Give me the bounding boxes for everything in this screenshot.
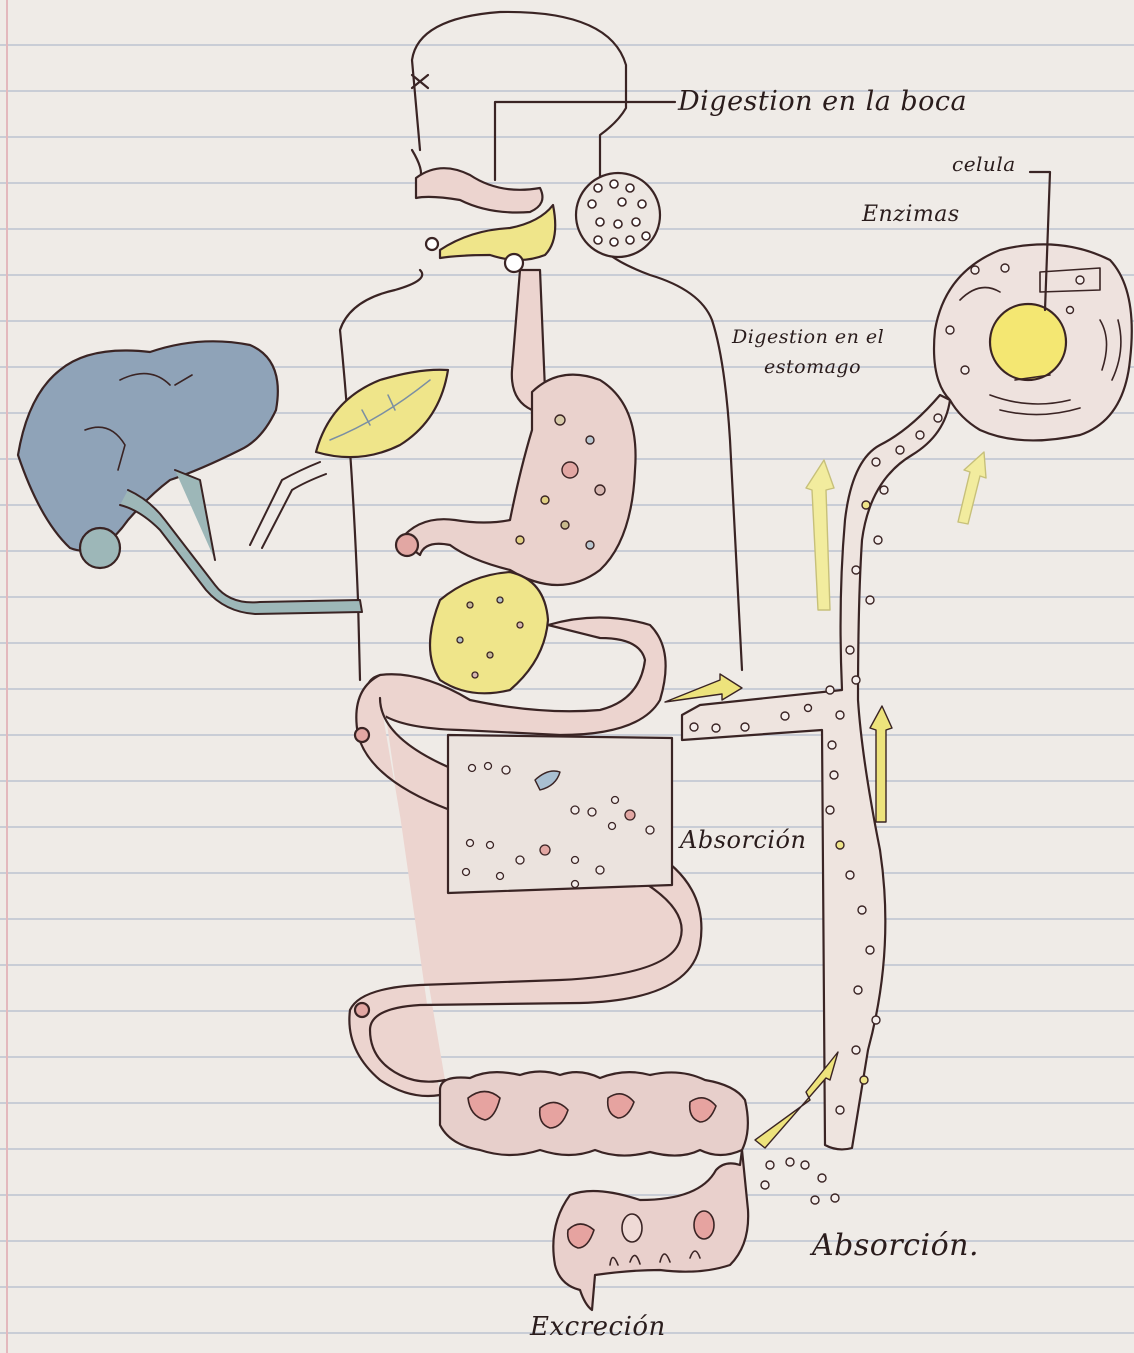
label-digestion-mouth: Digestion en la boca: [678, 86, 967, 117]
label-absorption-small-intestine: Absorción: [680, 826, 806, 854]
liver-nodule: [80, 528, 120, 568]
label-digestion-stomach-line1: Digestion en el: [732, 326, 884, 348]
large-absorption-particles: [761, 1158, 839, 1204]
label-absorption-large-intestine: Absorción.: [812, 1228, 979, 1263]
pancreas: [430, 572, 548, 693]
cell-nucleus: [990, 304, 1066, 380]
mouth-tooth: [426, 238, 438, 250]
absorption-box: [448, 735, 672, 893]
label-cell: celula: [952, 152, 1016, 176]
mouth-upper: [416, 168, 542, 212]
mouth-tongue: [440, 205, 555, 260]
label-enzymes: Enzimas: [862, 202, 960, 227]
pointer-line-mouth: [495, 102, 675, 180]
arrow-up: [958, 452, 986, 524]
arrow-up: [806, 460, 834, 610]
intestine-joint: [355, 728, 369, 742]
label-excretion: Excreción: [530, 1312, 666, 1342]
pylorus: [396, 534, 418, 556]
label-digestion-stomach-line2: estomago: [764, 356, 861, 378]
intestine-joint: [355, 1003, 369, 1017]
arrow-small: [665, 674, 742, 702]
neck-head-line: [412, 150, 421, 178]
cystic-duct-inner: [262, 474, 326, 548]
arrow-up: [870, 706, 892, 822]
